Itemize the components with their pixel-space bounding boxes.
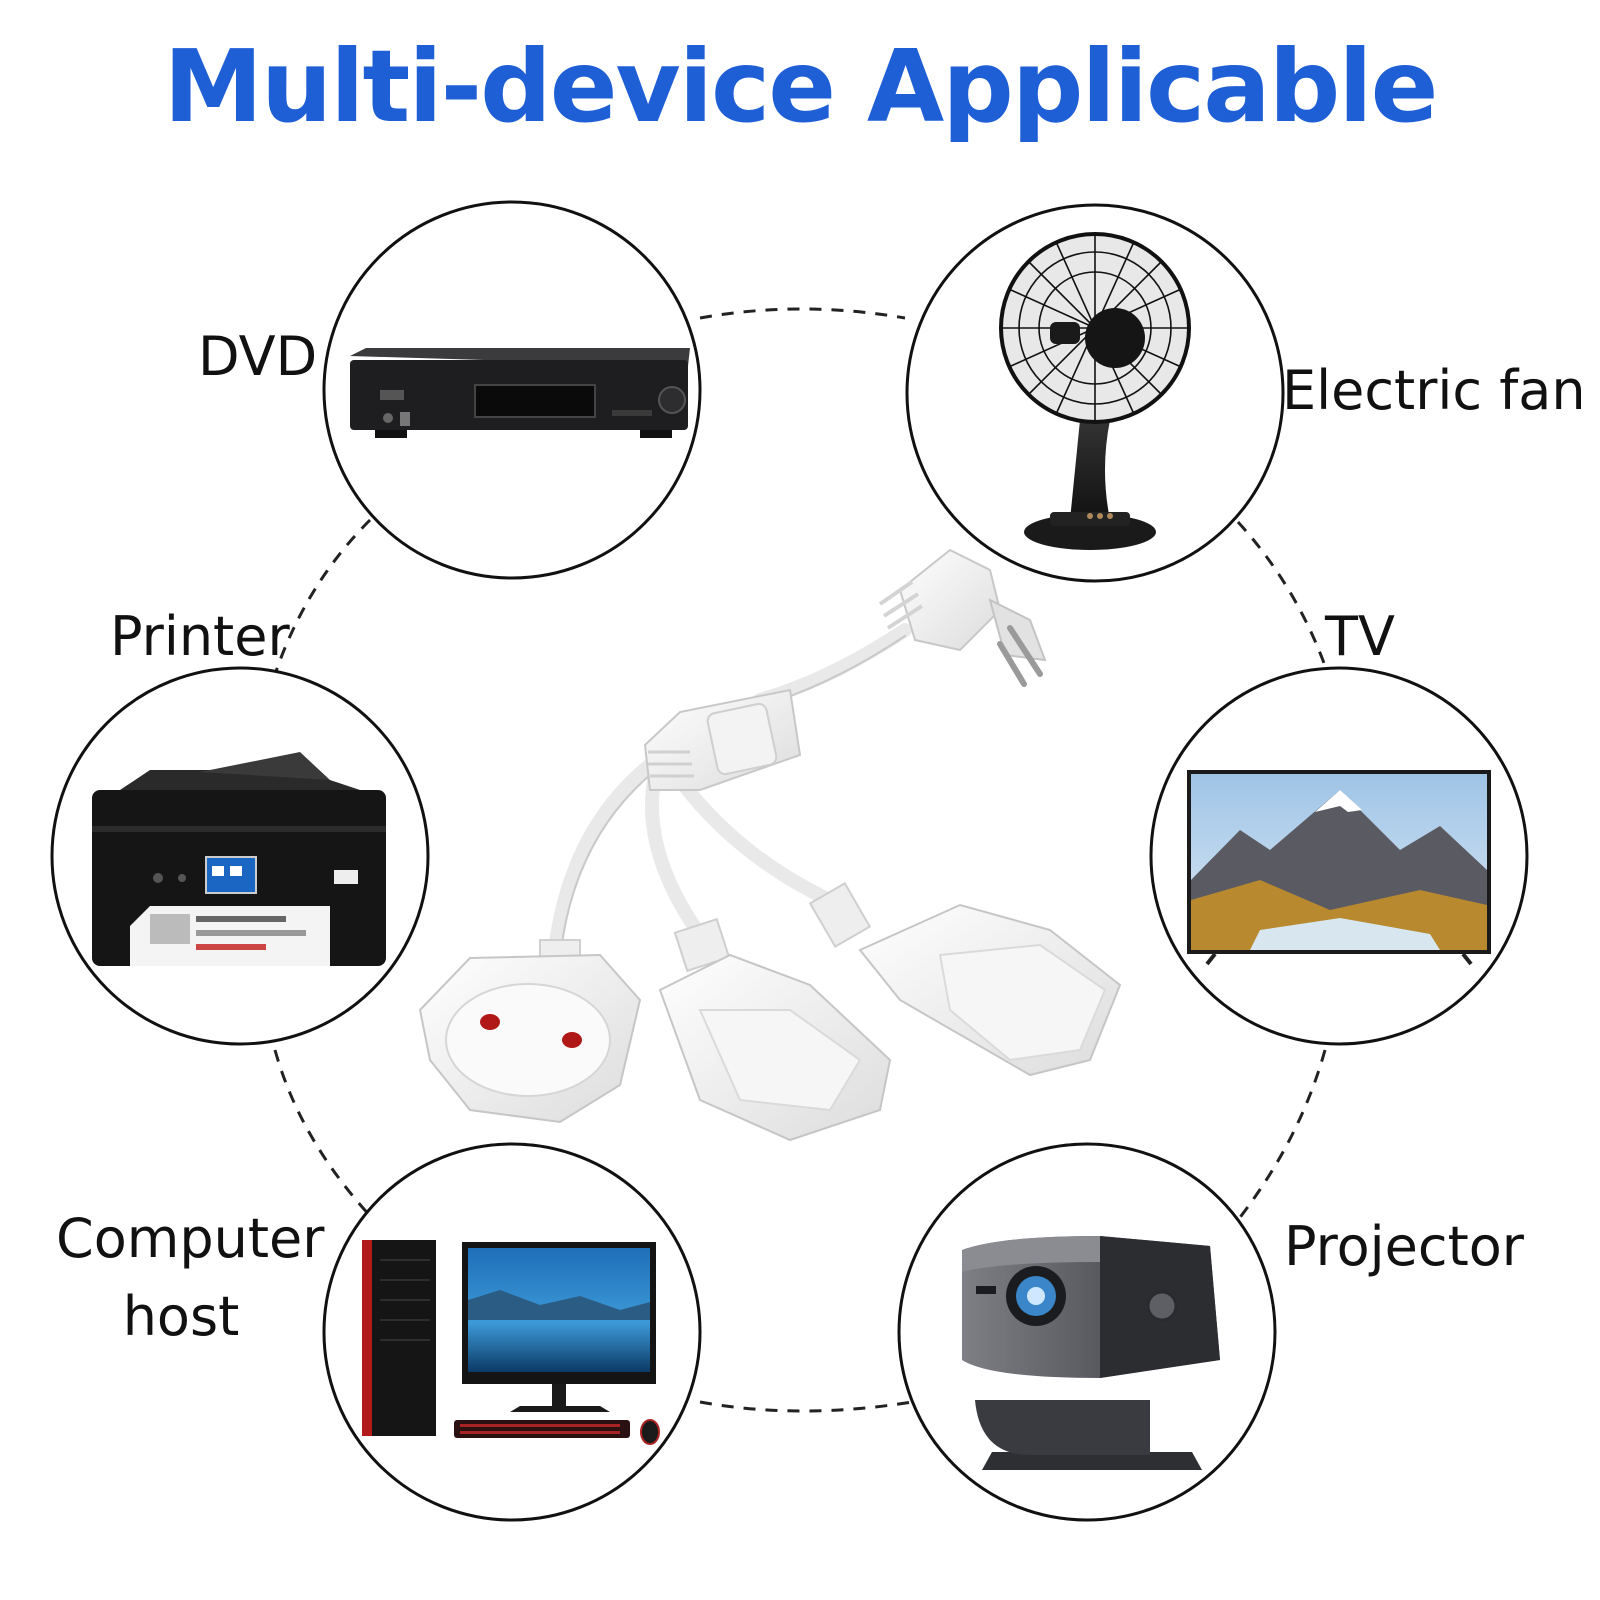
tv-icon [1187,770,1491,966]
power-splitter-cable-icon [418,548,1122,1142]
dashed-segment-bottom [699,1400,913,1413]
device-projector [897,1142,1277,1522]
device-printer [50,666,430,1046]
label-computer-line1: Computer [56,1207,325,1270]
dashed-ring [268,307,1332,1413]
label-computer-line2: host [122,1285,240,1349]
dashed-segment-top [699,307,906,320]
device-fan [905,203,1285,583]
printer-icon [92,752,386,966]
label-projector: Projector [1284,1215,1524,1278]
dashed-segment-lower-left [273,1049,374,1220]
label-electric-fan: Electric fan [1282,359,1586,422]
electric-fan-icon [999,232,1191,550]
dashed-segment-upper-left [268,518,372,691]
label-computer-host: Computer host [56,1200,325,1357]
label-printer: Printer [110,605,290,668]
dvd-player-icon [350,348,690,438]
projector-icon [962,1236,1220,1470]
dashed-segment-upper-right [1236,520,1332,681]
device-computer [322,1142,702,1522]
computer-icon [362,1240,660,1445]
page-title: Multi-device Applicable [163,28,1439,145]
device-tv [1149,666,1529,1046]
label-dvd: DVD [198,325,318,388]
device-dvd [322,200,702,580]
dashed-segment-lower-right [1236,1049,1327,1221]
label-tv: TV [1325,605,1395,668]
